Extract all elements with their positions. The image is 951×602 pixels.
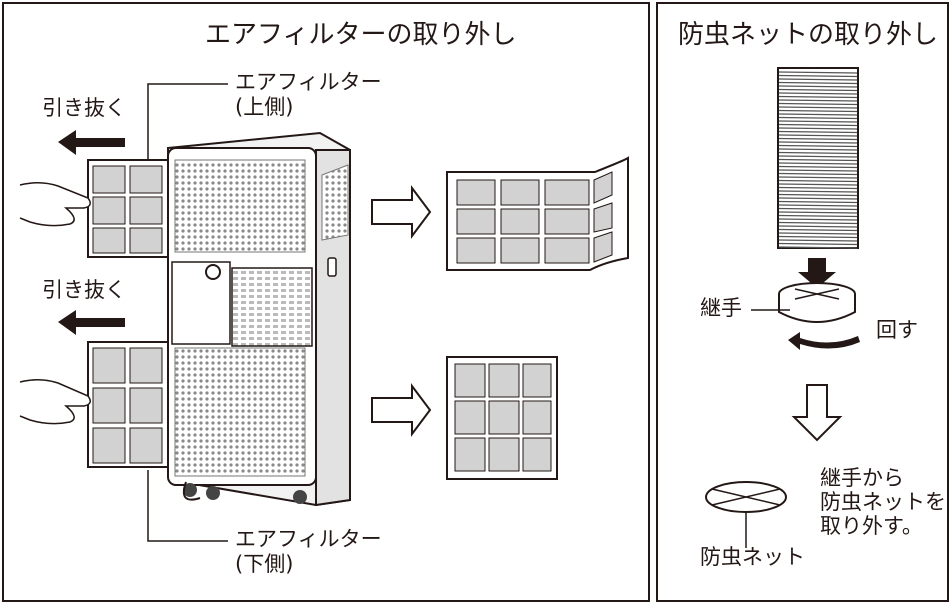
lower-filter-label: エアフィルター (下側) [235, 527, 382, 577]
removal-instruction: 継手から 防虫ネットを 取り外す。 [820, 466, 946, 538]
left-hand-lower [19, 379, 91, 425]
hollow-down-arrow [791, 384, 843, 442]
rotate-label: 回す [876, 318, 918, 342]
left-hand-upper [19, 182, 91, 227]
pull-label-upper: 引き抜く [42, 96, 126, 120]
instruction-line-2: 防虫ネットを [820, 490, 946, 515]
right-panel-title: 防虫ネットの取り外し [678, 20, 939, 50]
hollow-right-arrow-upper [371, 185, 432, 239]
lower-filter-position: (下側) [235, 552, 294, 577]
upper-filter-label: エアフィルター (上側) [235, 70, 382, 120]
instruction-line-1: 継手から [820, 466, 904, 490]
insect-net-label: 防虫ネット [700, 545, 805, 569]
pull-arrow-lower [58, 310, 125, 335]
leader-line-lower-filter [147, 470, 228, 542]
pull-arrow-upper [58, 130, 125, 155]
upper-air-filter [87, 159, 169, 258]
lower-air-filter [87, 341, 169, 468]
air-conditioner-unit [166, 131, 351, 507]
left-panel-title: エアフィルターの取り外し [205, 20, 517, 50]
instruction-line-3: 取り外す。 [820, 514, 923, 539]
leader-line-upper-filter [147, 83, 228, 160]
exhaust-hose [777, 67, 859, 249]
insect-net [705, 481, 787, 548]
lower-filter-name: エアフィルター [235, 527, 382, 551]
hose-joint [778, 282, 856, 323]
hollow-right-arrow-lower [371, 383, 432, 437]
joint-label: 継手 [700, 296, 742, 320]
removed-upper-filter [446, 156, 629, 271]
down-arrow-solid [798, 258, 836, 288]
pull-label-lower: 引き抜く [42, 278, 126, 302]
rotate-arrow [788, 332, 860, 350]
upper-filter-position: (上側) [235, 95, 294, 120]
removed-lower-filter [446, 356, 558, 480]
illustration-layer [19, 67, 860, 548]
upper-filter-name: エアフィルター [235, 70, 382, 94]
